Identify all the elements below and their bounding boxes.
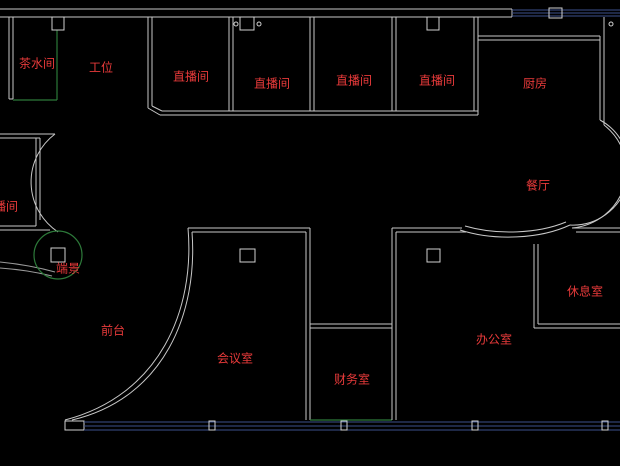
bottom-wall — [64, 420, 620, 431]
finance-room-walls — [310, 323, 392, 421]
office-walls — [391, 227, 466, 420]
live-rooms-walls — [147, 16, 479, 116]
kitchen-walls — [459, 17, 620, 238]
label-office: 办公室 — [476, 332, 512, 347]
lounge-walls — [533, 227, 620, 329]
label-live-room-1: 直播间 — [173, 70, 209, 84]
label-reception: 前台 — [101, 323, 125, 338]
label-lounge: 休息室 — [567, 284, 603, 299]
label-workstation: 工位 — [89, 60, 113, 75]
label-live-room-3: 直播间 — [336, 74, 372, 88]
landscape-feature — [33, 230, 83, 280]
label-landscape: 端景 — [56, 262, 80, 276]
label-kitchen: 厨房 — [523, 76, 547, 91]
label-dining: 餐厅 — [526, 178, 550, 193]
label-finance-room: 财务室 — [334, 372, 370, 387]
left-live-room-walls — [0, 133, 59, 277]
label-meeting-room: 会议室 — [217, 351, 253, 366]
label-live-room-2: 直播间 — [254, 77, 290, 91]
label-live-room-4: 直播间 — [419, 74, 455, 88]
label-tea-room: 茶水间 — [19, 56, 55, 71]
tea-room-walls — [8, 16, 65, 101]
meeting-room-walls — [64, 227, 311, 421]
label-live-room-left: 播间 — [0, 200, 18, 214]
